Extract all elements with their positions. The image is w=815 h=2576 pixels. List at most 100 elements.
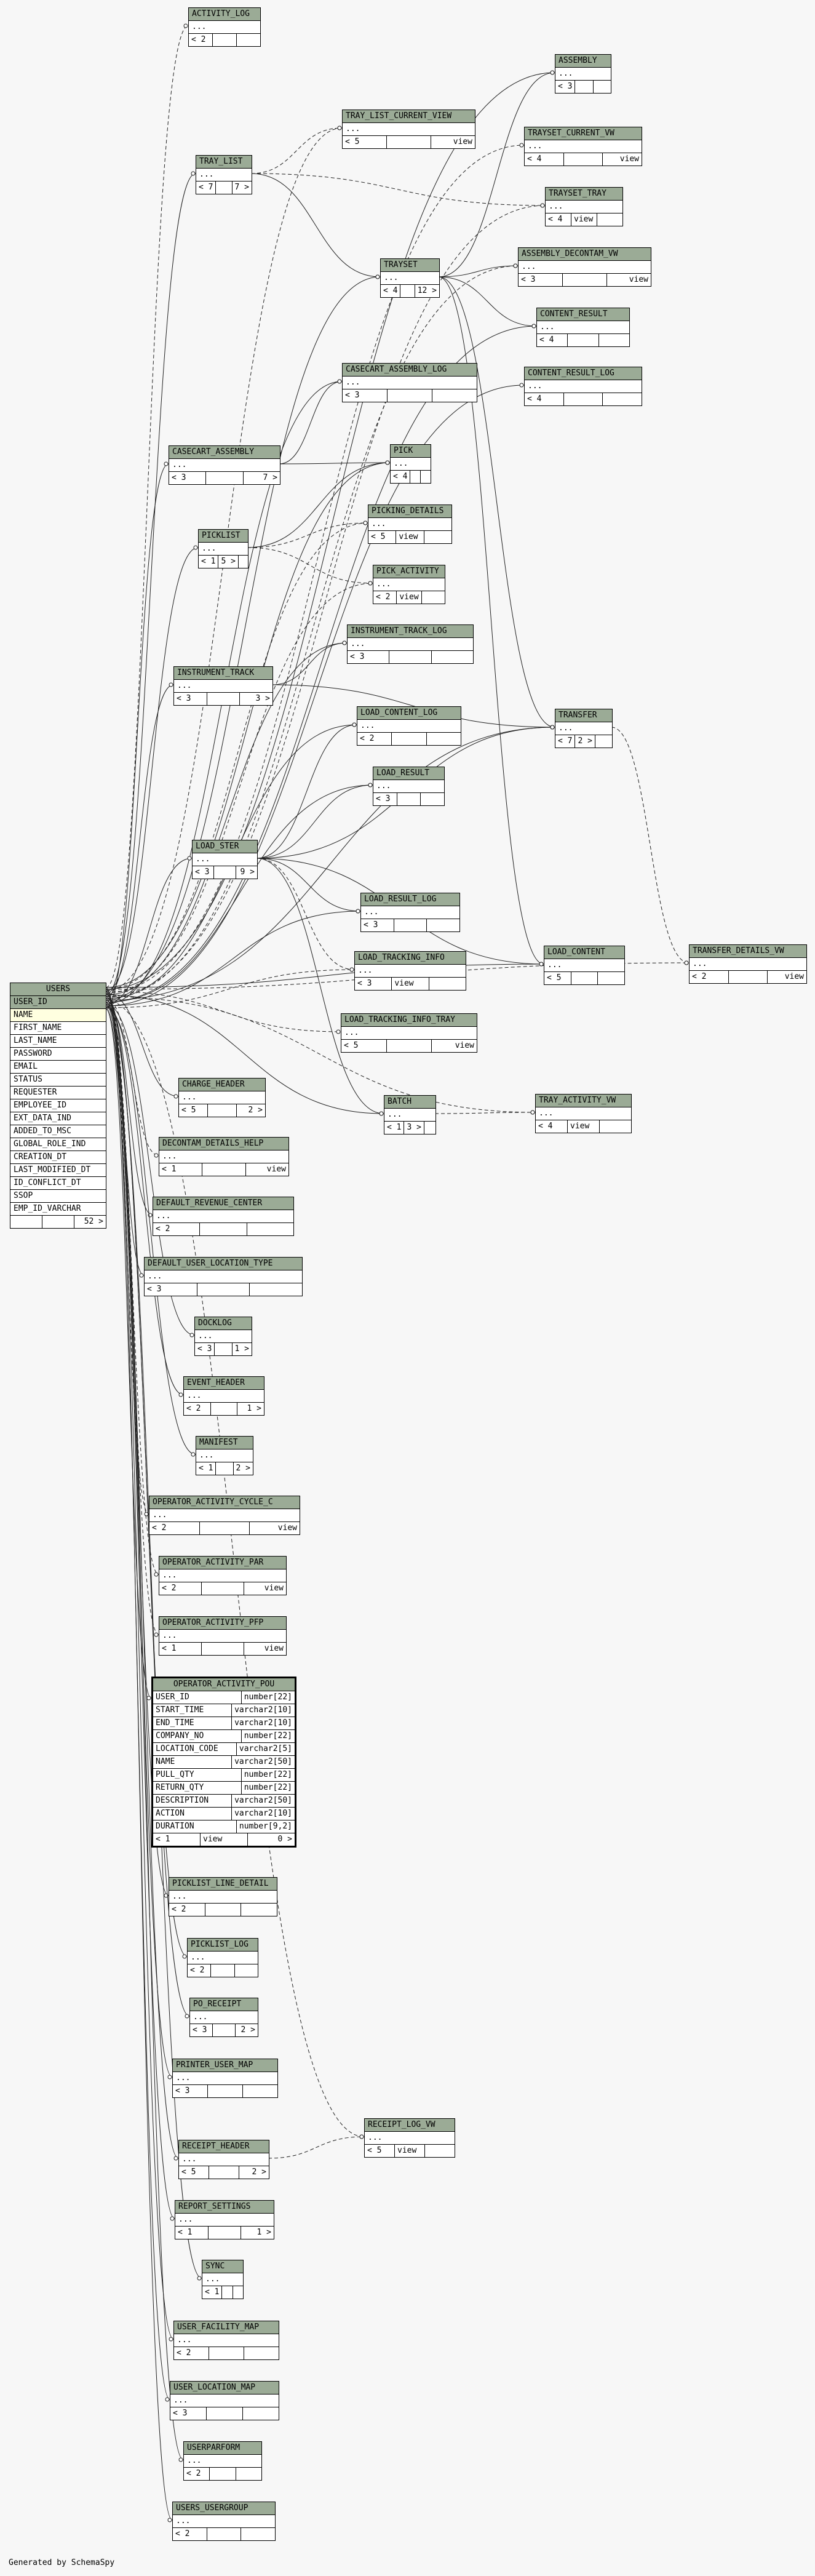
users-column: REQUESTER (10, 1087, 106, 1099)
table-footer: < 2 (153, 1223, 293, 1235)
table-node[interactable]: SYNC...< 1 (202, 2260, 244, 2299)
table-node[interactable]: LOAD_RESULT...< 3 (373, 767, 445, 806)
table-node[interactable]: CASECART_ASSEMBLY_LOG...< 3 (342, 363, 477, 402)
table-columns-placeholder: ... (365, 2132, 455, 2145)
crowfoot-marker (182, 1954, 187, 1959)
users-column: EMP_ID_VARCHAR (10, 1203, 106, 1216)
table-node[interactable]: DEFAULT_USER_LOCATION_TYPE...< 3 (144, 1257, 303, 1296)
table-node[interactable]: CONTENT_RESULT_LOG...< 4 (524, 367, 642, 406)
relationship-line (105, 963, 544, 988)
relationship-line (105, 1003, 175, 2219)
table-node[interactable]: USER_FACILITY_MAP...< 2 (173, 2321, 279, 2360)
table-node[interactable]: USERS_USERGROUP...< 2 (172, 2502, 276, 2541)
table-columns-placeholder: ... (361, 906, 459, 919)
table-node[interactable]: LOAD_CONTENT_LOG...< 2 (357, 706, 461, 746)
column-name: RETURN_QTY (153, 1782, 242, 1794)
table-title: CONTENT_RESULT_LOG (525, 367, 642, 380)
table-node[interactable]: LOAD_CONTENT...< 5 (544, 946, 625, 985)
table-columns-placeholder: ... (555, 722, 612, 735)
table-title: DEFAULT_USER_LOCATION_TYPE (145, 1258, 302, 1270)
relationship-line (256, 724, 357, 859)
crowfoot-marker (169, 2337, 173, 2342)
table-title: LOAD_TRACKING_INFO_TRAY (341, 1014, 477, 1027)
users-column: LAST_NAME (10, 1035, 106, 1048)
table-title: PRINTER_USER_MAP (173, 2059, 277, 2072)
column-name: ACTION (153, 1808, 233, 1820)
table-title: LOAD_RESULT (373, 767, 444, 780)
table-footer: < 4 (391, 471, 431, 483)
table-node[interactable]: PICK...< 4 (390, 444, 431, 484)
table-node[interactable]: PICKLIST_LOG...< 2 (187, 1938, 258, 1977)
table-title: DEFAULT_REVENUE_CENTER (153, 1197, 293, 1210)
users-column: STATUS (10, 1074, 106, 1087)
table-node[interactable]: USERPARFORM...< 2 (183, 2441, 262, 2481)
table-columns-placeholder: ... (199, 543, 248, 556)
users-table-footer: 52 > (10, 1216, 106, 1228)
crowfoot-marker (165, 2397, 170, 2402)
table-node[interactable]: ASSEMBLY...< 3 (555, 54, 611, 94)
table-title: CASECART_ASSEMBLY_LOG (343, 364, 477, 377)
table-node[interactable]: DEFAULT_REVENUE_CENTER...< 2 (153, 1197, 294, 1236)
table-node[interactable]: PICKLIST_LINE_DETAIL...< 2 (169, 1877, 277, 1916)
crowfoot-marker (183, 23, 188, 28)
table-node[interactable]: ACTIVITY_LOG...< 2 (188, 7, 261, 47)
crowfoot-marker (167, 2518, 172, 2522)
table-node[interactable]: CONTENT_RESULT...< 4 (536, 308, 630, 347)
table-columns-placeholder: ... (193, 853, 257, 866)
users-column: EMAIL (10, 1061, 106, 1074)
column-name: NAME (153, 1756, 233, 1768)
table-node[interactable]: PRINTER_USER_MAP...< 3 (172, 2059, 278, 2098)
crowfoot-marker (197, 2276, 202, 2281)
table-node[interactable]: INSTRUMENT_TRACK_LOG...< 3 (347, 624, 474, 664)
column-type: number[9,2] (239, 1822, 292, 1831)
users-column: ADDED_TO_MSC (10, 1125, 106, 1138)
table-node[interactable]: USER_LOCATION_MAP...< 3 (170, 2381, 279, 2420)
crowfoot-marker (550, 725, 555, 730)
table-node[interactable]: LOAD_RESULT_LOG...< 3 (360, 893, 460, 932)
